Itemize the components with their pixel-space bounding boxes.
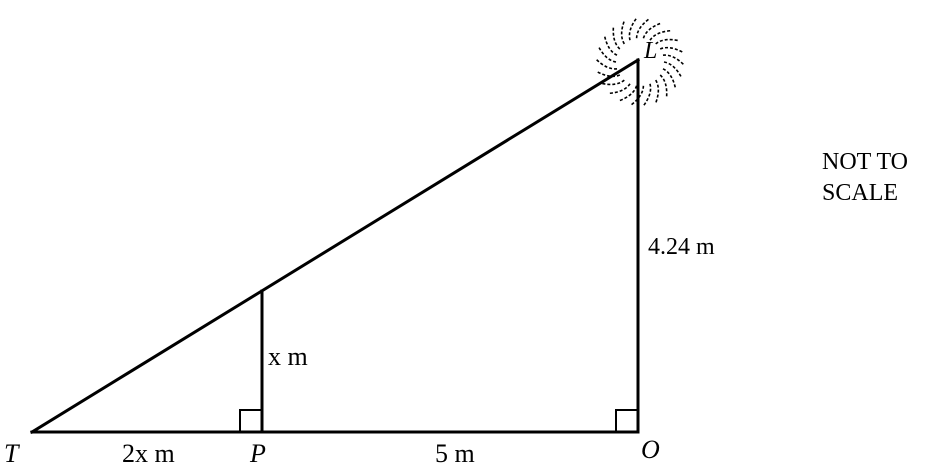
- lamp-ray: [663, 61, 683, 78]
- lamp-ray: [601, 79, 625, 86]
- lamp-ray: [620, 20, 626, 45]
- right-angle-marker-P: [239, 409, 262, 432]
- lamp-ray: [630, 85, 645, 106]
- lamp-ray: [596, 70, 621, 78]
- point-label-O: O: [641, 435, 660, 464]
- lamp-ray: [659, 74, 668, 98]
- lamp-light-icon: [595, 17, 685, 107]
- point-label-L: L: [643, 38, 657, 64]
- lamp-ray: [597, 46, 617, 63]
- point-label-T: T: [4, 439, 20, 468]
- lamp-ray: [642, 83, 652, 107]
- lamp-ray: [628, 17, 638, 41]
- lamp-ray: [618, 85, 638, 102]
- lamp-ray: [635, 18, 650, 39]
- length-label-TP: 2x m: [122, 439, 175, 468]
- lamp-ray: [662, 68, 677, 89]
- length-label-post: x m: [268, 342, 308, 371]
- lamp-ray: [655, 38, 679, 45]
- lamp-ray: [654, 79, 660, 104]
- lamp-ray: [642, 22, 662, 39]
- hypotenuse-TL: [29, 57, 641, 435]
- note-line-2: SCALE: [822, 180, 899, 206]
- lamp-ray: [612, 26, 621, 50]
- length-label-lamp: 4.24 m: [648, 234, 715, 260]
- length-label-PO: 5 m: [435, 439, 475, 468]
- lamp-ray: [595, 58, 618, 70]
- lamp-ray: [609, 83, 631, 95]
- point-label-P: P: [249, 439, 266, 468]
- lamp-ray: [659, 46, 684, 54]
- lamp-ray: [649, 29, 671, 41]
- note-line-1: NOT TO: [822, 149, 909, 175]
- right-angle-marker-O: [615, 409, 638, 432]
- lamp-ray: [603, 35, 618, 56]
- lamp-ray: [662, 54, 685, 66]
- not-to-scale-note: NOT TO SCALE: [822, 147, 908, 209]
- length-label-TP-text: 2x m: [122, 439, 175, 468]
